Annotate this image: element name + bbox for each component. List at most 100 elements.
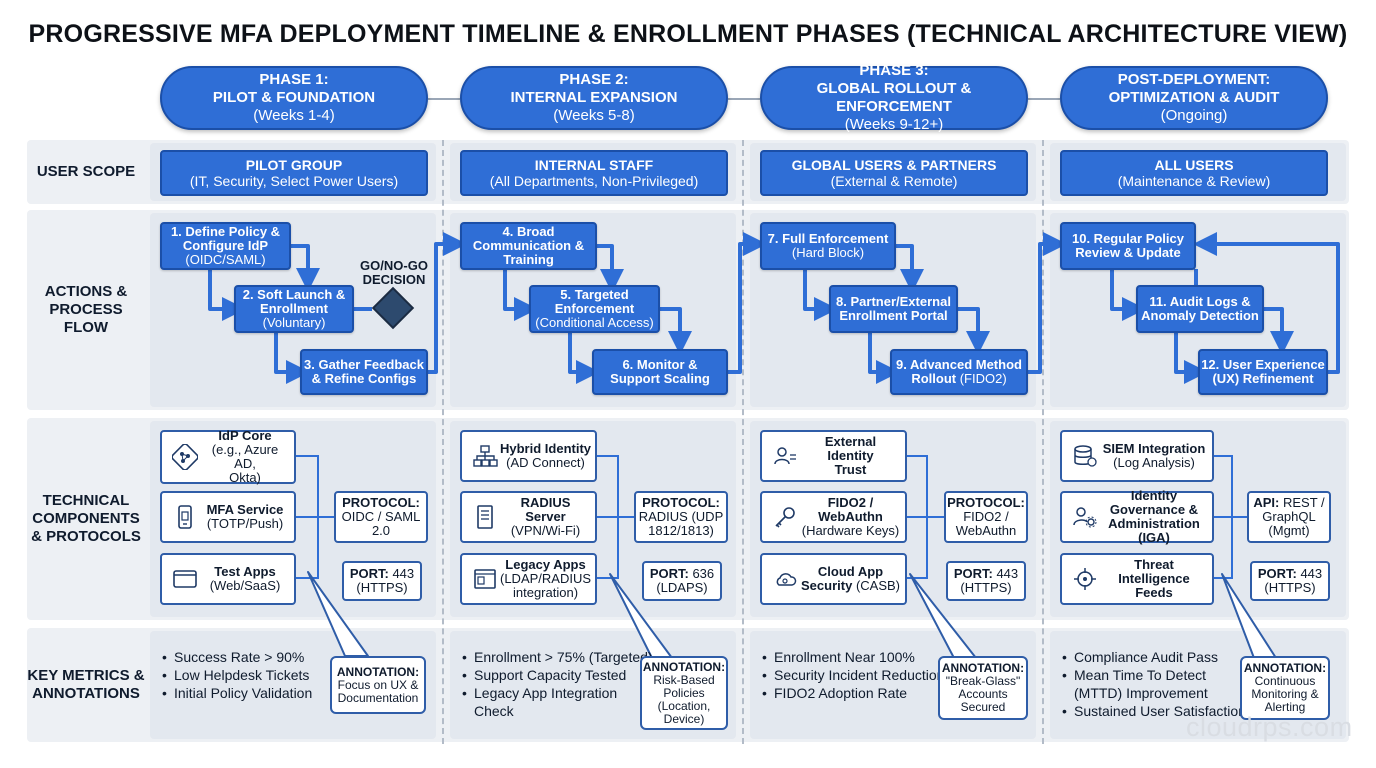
annotation-callout: ANNOTATION: Continuous Monitoring & Aler…	[1240, 656, 1330, 720]
metric-item-continued: (MTTD) Improvement	[1074, 685, 1208, 701]
phase-duration: (Weeks 9-12+)	[844, 116, 944, 133]
phase-name: OPTIMIZATION & AUDIT	[1108, 89, 1280, 106]
step-title: 6. Monitor &	[622, 357, 698, 372]
component-name: Hybrid Identity	[500, 441, 592, 456]
metric-item: Enrollment > 75% (Targeted)	[462, 648, 653, 666]
step-title: 5. Targeted	[560, 287, 629, 302]
phase-duration: (Weeks 1-4)	[253, 107, 335, 124]
user-scope-box: PILOT GROUP (IT, Security, Select Power …	[160, 150, 428, 196]
step-subtitle: (FIDO2)	[959, 371, 1007, 386]
component-idp-core: IdP Core (e.g., Azure AD, Okta)	[160, 429, 296, 485]
scope-subtitle: (External & Remote)	[830, 173, 958, 189]
port-value: 443	[392, 566, 415, 581]
phase-connector	[428, 98, 460, 100]
step-title: 1. Define Policy &	[170, 224, 281, 239]
protocol-label: PROTOCOL:	[342, 495, 420, 510]
component-name: Legacy Apps	[505, 557, 586, 572]
component-name: MFA Service	[206, 502, 284, 517]
annotation-label: ANNOTATION:	[642, 659, 726, 674]
row-label-actions: ACTIONS & PROCESS FLOW	[27, 210, 145, 410]
flow-arrow	[291, 244, 320, 292]
flow-arrow	[274, 332, 310, 384]
metrics-list: Enrollment > 75% (Targeted) Support Capa…	[462, 648, 653, 720]
port-protocol: (HTTPS)	[960, 580, 1012, 595]
component-detail: (AD Connect)	[506, 455, 585, 470]
process-step-3: 3. Gather Feedback & Refine Configs	[300, 349, 428, 395]
row-label-components: TECHNICAL COMPONENTS & PROTOCOLS	[27, 418, 145, 620]
process-step-10: 10. Regular Policy Review & Update	[1060, 222, 1196, 270]
component-detail: (TOTP/Push)	[206, 516, 284, 531]
component-name: Cloud App	[817, 564, 884, 579]
phase-duration: (Ongoing)	[1160, 107, 1228, 124]
metrics-list: Success Rate > 90% Low Helpdesk Tickets …	[162, 648, 312, 702]
component-text: IdP Core (e.g., Azure AD, Okta)	[200, 429, 294, 485]
step-title: 4. Broad	[502, 224, 555, 239]
phase-header-3: PHASE 3: GLOBAL ROLLOUT & ENFORCEMENT (W…	[760, 62, 1028, 133]
process-step-9: 9. Advanced Method Rollout (FIDO2)	[890, 349, 1028, 395]
component-detail: (e.g., Azure AD,	[211, 442, 279, 471]
process-step-11: 11. Audit Logs & Anomaly Detection	[1136, 285, 1264, 333]
component-radius-server: RADIUS Server (VPN/Wi-Fi)	[460, 491, 597, 543]
annotation-text: Device)	[663, 711, 705, 726]
step-title: Review & Update	[1075, 245, 1181, 260]
component-detail: Administration (IGA)	[1108, 516, 1200, 545]
port-protocol: (HTTPS)	[356, 580, 408, 595]
component-text: RADIUS Server (VPN/Wi-Fi)	[500, 496, 595, 538]
row-label-text: ACTIONS &	[44, 283, 128, 300]
component-detail: Feeds	[1135, 585, 1173, 600]
row-label-text: PROCESS FLOW	[49, 301, 123, 336]
step-title: Enrollment	[260, 301, 328, 316]
flow-arrow	[958, 307, 990, 355]
port-label: PORT:	[349, 566, 389, 581]
row-label-text: COMPONENTS	[32, 510, 140, 527]
step-subtitle: (OIDC/SAML)	[185, 252, 266, 267]
flow-arrow	[1193, 232, 1340, 374]
process-step-12: 12. User Experience (UX) Refinement	[1198, 349, 1328, 395]
protocol-value: RADIUS (UDP	[638, 509, 724, 524]
component-text: SIEM Integration (Log Analysis)	[1100, 442, 1212, 470]
metric-item: Mean Time To Detect	[1062, 666, 1246, 684]
phase-header-1: PHASE 1: PILOT & FOUNDATION (Weeks 1-4)	[160, 66, 428, 130]
api-value: (Mgmt)	[1268, 523, 1310, 538]
annotation-text: Documentation	[337, 690, 419, 705]
port-row: PORT: 443	[1252, 567, 1328, 581]
component-name: SIEM Integration	[1102, 441, 1206, 456]
step-title: 8. Partner/External	[836, 294, 951, 309]
metric-item: Legacy App Integration	[462, 684, 653, 702]
phase-divider	[742, 140, 744, 744]
component-test-apps: Test Apps (Web/SaaS)	[160, 553, 296, 605]
row-label-metrics: KEY METRICS & ANNOTATIONS	[27, 628, 145, 742]
component-name: Identity	[1130, 488, 1178, 503]
component-iga: Identity Governance & Administration (IG…	[1060, 488, 1214, 545]
port-protocol: (LDAPS)	[656, 580, 708, 595]
step-title: 7. Full Enforcement	[767, 231, 889, 246]
metric-item-continued: Check	[474, 703, 514, 719]
flow-arrow	[1028, 232, 1067, 374]
step-title: Configure IdP	[182, 238, 269, 253]
scope-subtitle: (IT, Security, Select Power Users)	[189, 173, 399, 189]
phase-divider	[442, 140, 444, 744]
phase-connector	[728, 98, 760, 100]
phase-header-2: PHASE 2: INTERNAL EXPANSION (Weeks 5-8)	[460, 66, 728, 130]
step-title: 3. Gather Feedback	[304, 357, 424, 372]
phase-name: INTERNAL EXPANSION	[510, 89, 678, 106]
hierarchy-icon	[470, 441, 500, 471]
step-title: Rollout	[911, 371, 957, 386]
flow-arrow	[568, 332, 600, 384]
annotation-text: Alerting	[1264, 700, 1306, 714]
annotation-callout: ANNOTATION: "Break-Glass" Accounts Secur…	[938, 656, 1028, 720]
annotation-label: ANNOTATION:	[1243, 661, 1327, 675]
api-value: GraphQL	[1262, 509, 1316, 524]
component-text: Hybrid Identity (AD Connect)	[500, 442, 595, 470]
step-title-row: 9. Advanced Method	[892, 358, 1026, 372]
user-scope-box: INTERNAL STAFF (All Departments, Non-Pri…	[460, 150, 728, 196]
api-label: API:	[1253, 495, 1280, 510]
page-title: PROGRESSIVE MFA DEPLOYMENT TIMELINE & EN…	[28, 20, 1348, 48]
port-label: PORT:	[1257, 566, 1297, 581]
port-row: PORT: 443	[948, 567, 1024, 581]
row-label-text: KEY METRICS &	[27, 667, 145, 684]
row-label-scope: USER SCOPE	[27, 140, 145, 204]
metric-item: FIDO2 Adoption Rate	[762, 684, 944, 702]
process-step-7: 7. Full Enforcement (Hard Block)	[760, 222, 896, 270]
decision-label: GO/NO-GO DECISION	[352, 259, 436, 287]
